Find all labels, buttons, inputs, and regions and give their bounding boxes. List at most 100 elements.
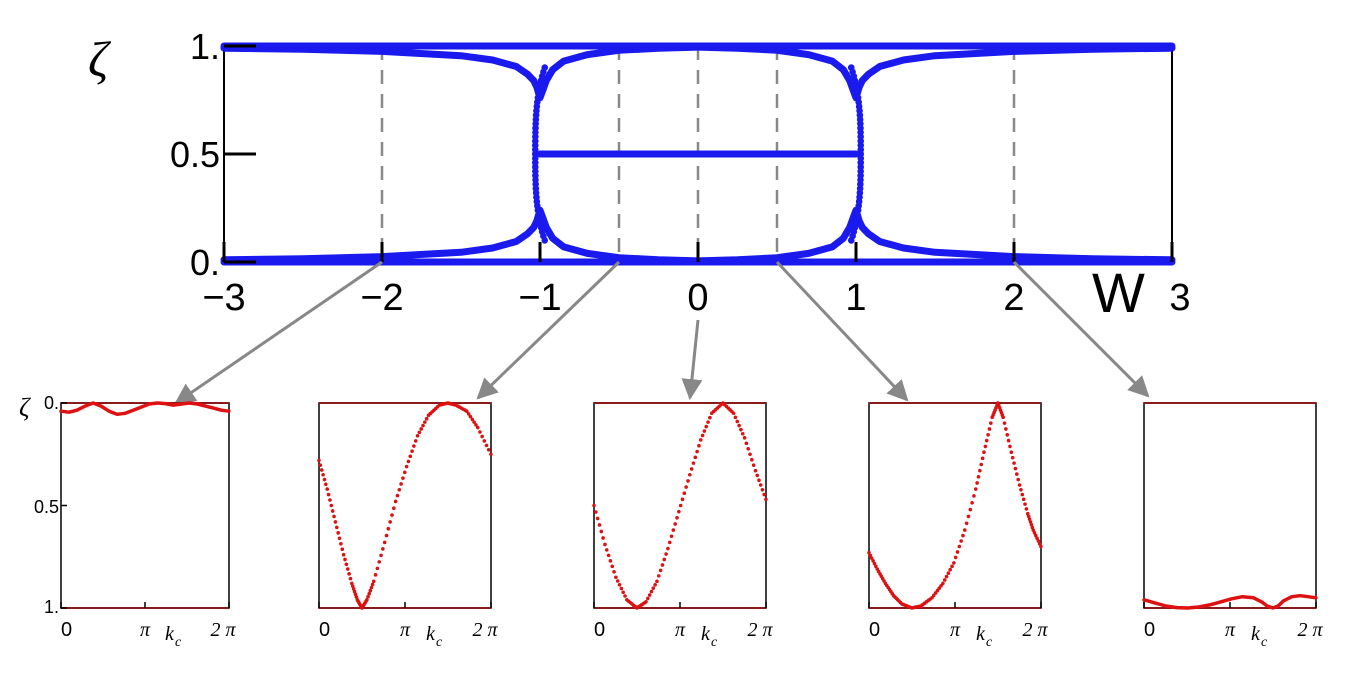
subpanel-data-point <box>948 567 953 572</box>
subpanel-data-point <box>482 439 487 443</box>
subpanel-x-tick-label: π <box>400 619 411 641</box>
subpanel-data-point <box>655 579 659 584</box>
subpanel-data-point <box>686 479 690 483</box>
arrow-to-panel-5 <box>1012 260 1150 398</box>
subpanel-data-point <box>365 598 369 602</box>
subpanel-data-point <box>347 572 351 576</box>
subpanel-data-point <box>673 522 678 526</box>
subpanel-data-point <box>973 487 978 491</box>
subpanel-data-point <box>757 478 761 483</box>
subpanel-data-point <box>735 419 740 424</box>
subpanel-frame <box>1143 402 1317 609</box>
subpanel-data-point <box>370 582 375 587</box>
subpanel-data-point <box>941 581 945 586</box>
subpanel-data-point <box>351 587 356 591</box>
subpanel-data-point <box>470 417 475 422</box>
subpanel-data-point <box>953 555 958 560</box>
arrow-to-panel-3 <box>681 319 703 401</box>
subpanel-data-point <box>592 503 596 508</box>
subpanel-kc-subscript: c <box>711 635 718 650</box>
subpanel-data-point <box>1037 541 1042 546</box>
upper-branch-right <box>694 43 1176 102</box>
subpanel-data-point <box>1030 525 1035 530</box>
lower-branch-right <box>694 206 1176 265</box>
subpanel-data-point <box>367 591 371 596</box>
subpanel-frame <box>318 402 492 609</box>
subpanel-data-point <box>869 556 874 560</box>
subpanel-data-point <box>1023 502 1027 506</box>
subpanel-frame <box>868 402 1042 609</box>
subpanel-x-tick-label: π <box>950 619 961 641</box>
subpanel-data-point <box>968 507 973 512</box>
subpanel-data-point <box>419 427 423 431</box>
subpanel-data-point <box>666 546 670 551</box>
subpanel-data-point <box>750 457 754 462</box>
subpanel-data-point <box>472 420 476 424</box>
subpanel-data-point <box>667 540 672 545</box>
subpanel-x-tick-label: 2 π <box>472 619 498 641</box>
subpanel-data-point <box>325 487 330 491</box>
subpanel-data-point <box>337 536 342 541</box>
subpanel-data-point <box>612 569 616 574</box>
subpanel-data-point <box>970 500 974 505</box>
subpanel-data-point <box>466 412 471 416</box>
subpanel-kc-subscript: c <box>986 635 993 650</box>
subpanel-x-tick-label: 0 <box>1144 619 1155 641</box>
subpanel-data-point <box>489 452 493 457</box>
subpanel-data-point <box>972 494 976 498</box>
subpanel-data-point <box>345 567 350 571</box>
subpanel-data-point <box>1005 432 1010 437</box>
subpanel-data-point <box>1036 539 1041 543</box>
subpanel-data-point <box>386 526 391 531</box>
subpanel-data-point <box>693 455 698 460</box>
x-tick-label: −1 <box>518 277 561 319</box>
subpanel-data-point <box>755 473 760 478</box>
subpanel-data-point <box>329 503 334 508</box>
subpanel-data-point <box>1017 483 1022 487</box>
subpanel-y-label: ζ <box>19 393 31 422</box>
subpanel-data-point <box>1009 450 1014 455</box>
subpanel-data-point <box>478 430 482 434</box>
subpanel-data-point <box>689 467 694 471</box>
subpanel-data-point <box>1016 477 1020 482</box>
subpanel-data-point <box>321 472 325 477</box>
subpanel-data-point <box>678 503 683 508</box>
subpanel-data-point <box>955 550 960 554</box>
subpanel-data-point <box>1012 461 1016 465</box>
subpanel-data-point <box>415 434 420 438</box>
subpanel-data-point <box>343 557 347 562</box>
subpanel-kc-subscript: c <box>436 635 443 650</box>
subpanel-data-point <box>475 425 480 430</box>
subpanel-data-point <box>664 552 668 556</box>
subpanel-data-point <box>1027 517 1032 521</box>
subpanel-data-point <box>1006 438 1011 443</box>
subpanel-data-point <box>404 464 409 469</box>
transition-dot <box>541 64 549 71</box>
subpanel-data-point <box>961 533 965 538</box>
subpanel-data-point <box>595 516 600 521</box>
subpanel-data-point <box>1002 421 1007 425</box>
subpanel-data-point <box>424 416 429 421</box>
subpanel-data-point <box>468 414 473 419</box>
subpanel-data-point <box>1020 492 1025 497</box>
transition-dot <box>847 64 855 71</box>
subpanel-data-point <box>623 594 627 598</box>
subpanel-data-point <box>368 588 373 593</box>
subpanel-data-point <box>334 525 339 530</box>
subpanel-data-point <box>393 499 398 504</box>
subpanel-x-tick-label: 0 <box>869 619 880 641</box>
subpanel-data-point <box>354 595 359 599</box>
subpanel-data-point <box>617 582 622 587</box>
subpanel-data-point <box>702 429 707 433</box>
subpanel-data-point <box>976 475 981 479</box>
y-tick-label: 0.5 <box>170 134 220 175</box>
subpanel-data-point <box>874 564 878 569</box>
subpanel-x-tick-label: 0 <box>61 619 72 641</box>
subpanel-data-point <box>682 491 687 496</box>
subpanel-data-point <box>597 523 602 527</box>
x-tick-label: 0 <box>687 277 708 319</box>
subpanel-data-point <box>742 436 747 440</box>
